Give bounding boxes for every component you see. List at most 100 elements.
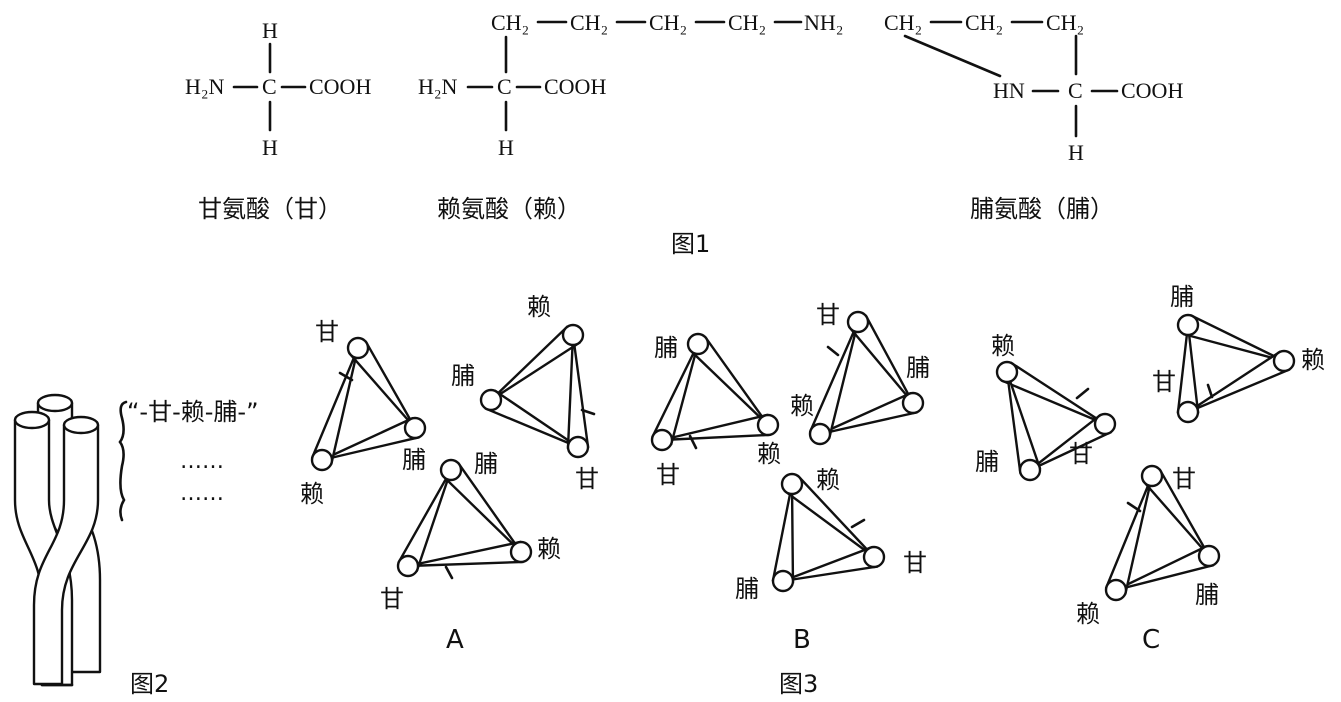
residue-label: 甘	[1152, 368, 1176, 396]
residue-ball	[1176, 313, 1200, 337]
residue-ball	[479, 388, 503, 412]
residue-ball	[346, 336, 370, 360]
lysine-amine: H₂N	[418, 74, 458, 99]
figure-2: “-甘-赖-脯-” …… …… 图2	[13, 393, 259, 698]
proline-structure: CH₂ CH₂ CH₂ HN C COOH H	[884, 10, 1183, 165]
residue-ball	[1272, 349, 1296, 373]
lysine-structure: CH₂ CH₂ CH₂ CH₂ NH₂ H₂N C COOH H	[418, 10, 843, 160]
tripeptide-c2: 脯赖甘	[1152, 283, 1325, 424]
glycine-bottom-h: H	[262, 135, 278, 160]
residue-ball	[1018, 458, 1042, 482]
residue-ball	[756, 413, 780, 437]
residue-ball	[995, 360, 1019, 384]
residue-ball	[1093, 412, 1117, 436]
residue-label: 脯	[735, 575, 759, 603]
glycine-name: 甘氨酸（甘）	[198, 195, 342, 223]
residue-label: 脯	[654, 334, 678, 362]
proline-bottom-h: H	[1068, 140, 1084, 165]
residue-label: 脯	[1170, 283, 1194, 311]
tripeptide-c1: 赖甘 脯	[975, 332, 1117, 482]
residue-label: 赖	[816, 466, 840, 494]
proline-name: 脯氨酸（脯）	[970, 195, 1114, 223]
continuation-dots-2: ……	[180, 481, 224, 506]
residue-ball	[771, 569, 795, 593]
option-a-label: A	[446, 625, 464, 655]
tripeptide-a1: 甘脯赖	[300, 318, 427, 508]
lysine-ch2-1: CH₂	[491, 10, 529, 35]
residue-ball	[403, 416, 427, 440]
residue-ball	[509, 540, 533, 564]
proline-ch2-1: CH₂	[884, 10, 922, 35]
residue-ball	[1104, 578, 1128, 602]
glycine-structure: H H₂N C COOH H	[185, 18, 371, 160]
lysine-ch2-3: CH₂	[649, 10, 687, 35]
lysine-ch2-4: CH₂	[728, 10, 766, 35]
tripeptide-b3: 赖甘脯	[735, 466, 927, 603]
lysine-nh2: NH₂	[804, 10, 843, 35]
residue-label: 赖	[1301, 346, 1325, 374]
proline-ch2-2: CH₂	[965, 10, 1003, 35]
residue-label: 脯	[451, 362, 475, 390]
residue-label: 甘	[315, 318, 339, 346]
brace	[118, 400, 128, 522]
residue-ball	[1197, 544, 1221, 568]
residue-label: 赖	[991, 332, 1015, 360]
residue-label: 脯	[402, 446, 426, 474]
residue-label: 赖	[527, 293, 551, 321]
residue-ball	[439, 458, 463, 482]
proline-hn: HN	[993, 78, 1025, 103]
residue-ball	[566, 435, 590, 459]
residue-label: 甘	[1172, 465, 1196, 493]
residue-label: 甘	[1069, 440, 1093, 468]
figure-2-caption: 图2	[130, 670, 169, 698]
residue-label: 脯	[1195, 581, 1219, 609]
residue-label: 脯	[906, 354, 930, 382]
residue-label: 甘	[575, 465, 599, 493]
residue-label: 赖	[300, 480, 324, 508]
residue-label: 甘	[380, 585, 404, 613]
lysine-carbon: C	[497, 74, 512, 99]
option-c-label: C	[1142, 625, 1160, 655]
tripeptide-b1: 脯赖甘	[650, 332, 781, 489]
residue-ball	[650, 428, 674, 452]
tripeptide-a2: 赖脯甘	[451, 293, 599, 493]
lysine-carboxyl: COOH	[544, 74, 606, 99]
tripeptide-a3: 脯赖甘	[380, 450, 561, 613]
residue-ball	[686, 332, 710, 356]
tripeptide-b2: 甘脯赖	[790, 301, 930, 446]
sequence-label: “-甘-赖-脯-”	[127, 398, 259, 426]
figure-1-caption: 图1	[671, 230, 710, 258]
residue-ball	[561, 323, 585, 347]
residue-ball	[396, 554, 420, 578]
residue-ball	[1176, 400, 1200, 424]
residue-ball	[808, 422, 832, 446]
residue-label: 甘	[816, 301, 840, 329]
continuation-dots-1: ……	[180, 449, 224, 474]
residue-ball	[846, 310, 870, 334]
residue-ball	[780, 472, 804, 496]
residue-ball	[901, 391, 925, 415]
residue-label: 赖	[757, 440, 781, 468]
lysine-name: 赖氨酸（赖）	[437, 195, 581, 223]
glycine-top-h: H	[262, 18, 278, 43]
option-b-label: B	[793, 625, 811, 655]
glycine-amine: H₂N	[185, 74, 225, 99]
glycine-carboxyl: COOH	[309, 74, 371, 99]
residue-label: 赖	[1076, 600, 1100, 628]
tripeptide-c3: 甘脯赖	[1076, 464, 1221, 628]
glycine-carbon: C	[262, 74, 277, 99]
residue-ball	[862, 545, 886, 569]
residue-label: 脯	[474, 450, 498, 478]
residue-label: 甘	[656, 461, 680, 489]
residue-label: 脯	[975, 448, 999, 476]
residue-label: 甘	[903, 549, 927, 577]
lysine-bottom-h: H	[498, 135, 514, 160]
residue-label: 赖	[537, 535, 561, 563]
proline-carbon: C	[1068, 78, 1083, 103]
residue-ball	[1140, 464, 1164, 488]
proline-carboxyl: COOH	[1121, 78, 1183, 103]
proline-ch2-3: CH₂	[1046, 10, 1084, 35]
figure-3-caption: 图3	[779, 670, 818, 698]
